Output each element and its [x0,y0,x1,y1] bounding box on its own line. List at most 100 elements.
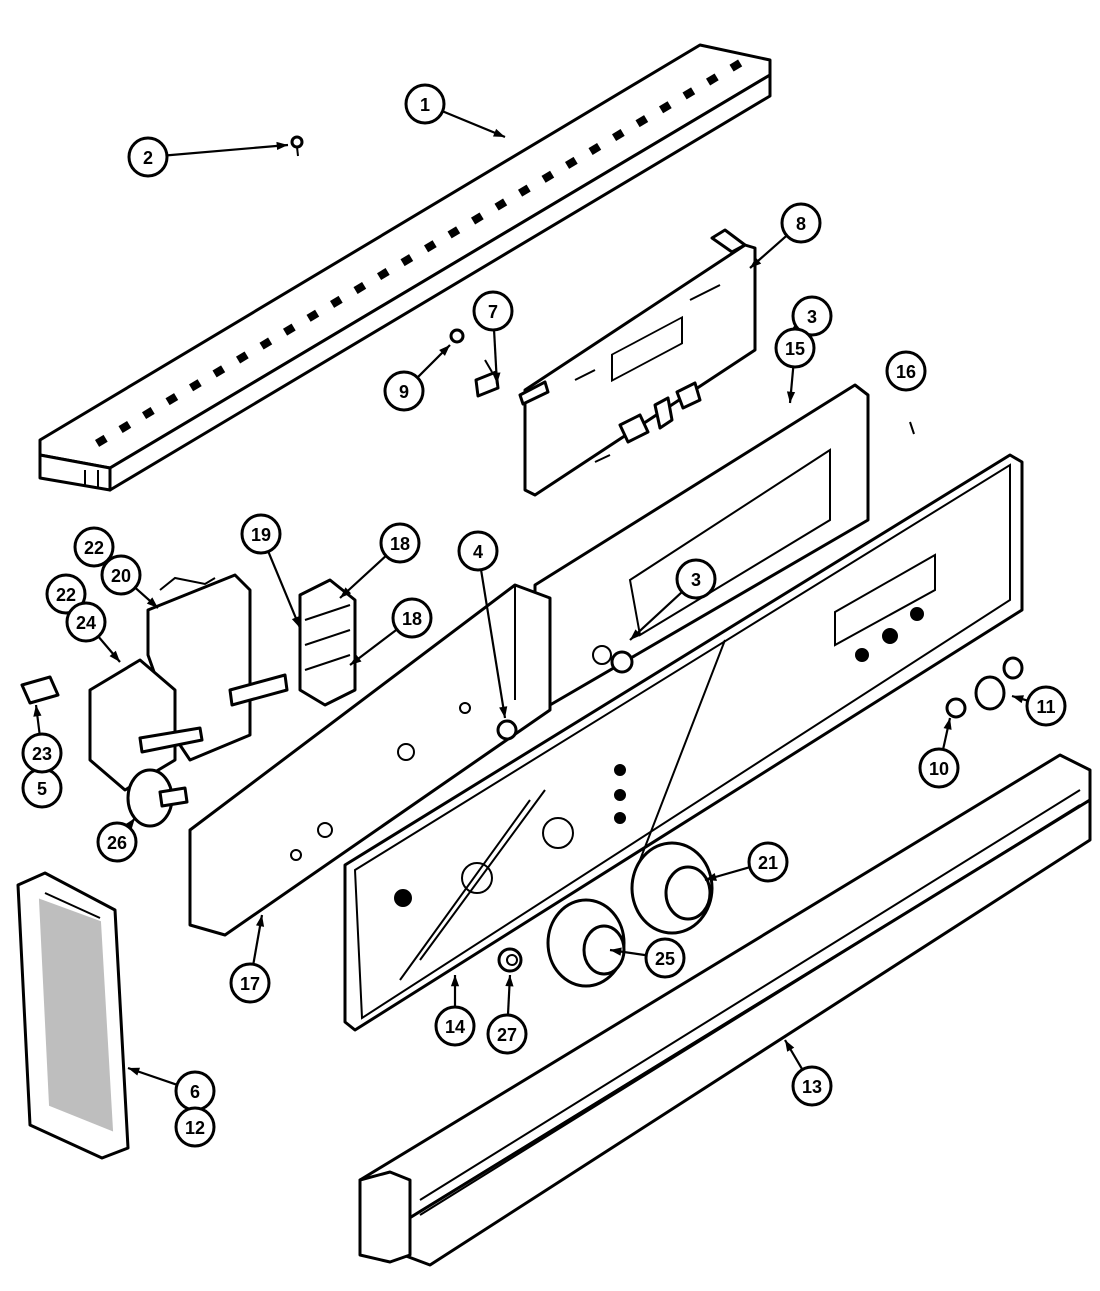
rail-slot [212,365,226,378]
part-small-knob-27 [497,947,523,973]
callout-label: 8 [796,214,806,234]
part-clip [20,675,60,705]
callout-14: 14 [434,1005,476,1047]
leader-arrowhead [943,718,952,730]
rail-slot [283,323,296,336]
leader-arrowhead [499,706,508,718]
part-left-panel [188,583,552,937]
leader-line [166,143,289,157]
callout-circle [229,962,271,1004]
callout-circle [644,937,686,979]
rail-slot [471,212,484,225]
callout-18b: 18 [391,597,433,639]
callout-23: 23 [21,732,63,774]
leader-line [479,569,507,719]
callout-5: 5 [21,767,63,809]
callout-6: 6 [174,1070,216,1112]
callout-label: 3 [691,570,701,590]
callout-label: 18 [390,534,410,554]
callout-label: 23 [32,744,52,764]
part-control-board [518,228,757,497]
part-screw [290,135,304,157]
rail-slot [235,351,249,364]
callout-22a: 22 [73,526,115,568]
leader-arrowhead [1012,695,1024,704]
callout-label: 20 [111,566,131,586]
callout-26: 26 [96,821,138,863]
callout-12: 12 [174,1106,216,1148]
callout-circle [21,732,63,774]
callout-circle [780,202,822,244]
rail-slot [729,59,743,72]
callout-label: 7 [488,302,498,322]
rail-slot [306,309,320,322]
callout-circle [174,1106,216,1148]
callout-circle [885,350,927,392]
rail-slot [142,407,155,420]
rail-slot [518,184,531,197]
callout-9: 9 [383,370,425,412]
callout-1: 1 [404,83,446,125]
rail-slot [706,73,719,86]
callout-circle [747,841,789,883]
callout-circle [404,83,446,125]
callout-circle [791,1065,833,1107]
rail-slot [494,198,508,211]
callout-circle [1025,685,1067,727]
rail-slot [400,254,414,267]
leader-arrowhead [33,705,42,717]
callout-7: 7 [472,290,514,332]
callout-label: 14 [445,1017,465,1037]
callout-label: 5 [37,779,47,799]
part-knob-11 [974,656,1024,711]
part-bottom-trim [358,753,1092,1267]
rail-slot [682,87,696,100]
part-infinite-switch-lower [88,658,204,828]
rail-slot [118,420,132,433]
callout-15: 15 [774,327,816,369]
part-switch-block [298,578,357,707]
callout-circle [379,522,421,564]
callout-circle [434,1005,476,1047]
callout-11: 11 [1025,685,1067,727]
leader-arrowhead [276,141,288,151]
leader-arrowhead [124,818,135,830]
callout-label: 16 [896,362,916,382]
leader-arrowhead [350,654,362,665]
callout-circle [73,526,115,568]
rail-slot [611,129,625,142]
callout-circle [675,558,717,600]
callout-20: 20 [100,554,142,596]
leader-line [629,591,683,641]
callout-8: 8 [780,202,822,244]
leader-line [267,551,302,629]
rail-slot [330,295,343,308]
callout-circle [774,327,816,369]
callout-13: 13 [791,1065,833,1107]
callout-3b: 3 [675,558,717,600]
rail-slot [188,379,202,392]
callout-label: 9 [399,382,409,402]
rail-slot [259,337,273,350]
callout-label: 2 [143,148,153,168]
callouts: 1233456789101112131415161718181920212222… [21,83,1067,1148]
rail-slot [635,115,649,128]
rail-slot [165,393,179,406]
callout-circle [457,530,499,572]
callout-label: 26 [107,833,127,853]
leader-arrowhead [705,872,717,881]
callout-label: 17 [240,974,260,994]
callout-label: 19 [251,525,271,545]
callout-17: 17 [229,962,271,1004]
leader-arrowhead [450,975,460,987]
callout-circle [486,1013,528,1055]
callout-25: 25 [644,937,686,979]
callout-label: 3 [807,307,817,327]
leader-arrowhead [146,597,158,608]
callout-2: 2 [127,136,169,178]
callout-circle [45,573,87,615]
leader-arrowhead [128,1067,140,1076]
callout-circle [391,597,433,639]
callout-24: 24 [65,601,107,643]
leader-arrowhead [109,650,120,662]
